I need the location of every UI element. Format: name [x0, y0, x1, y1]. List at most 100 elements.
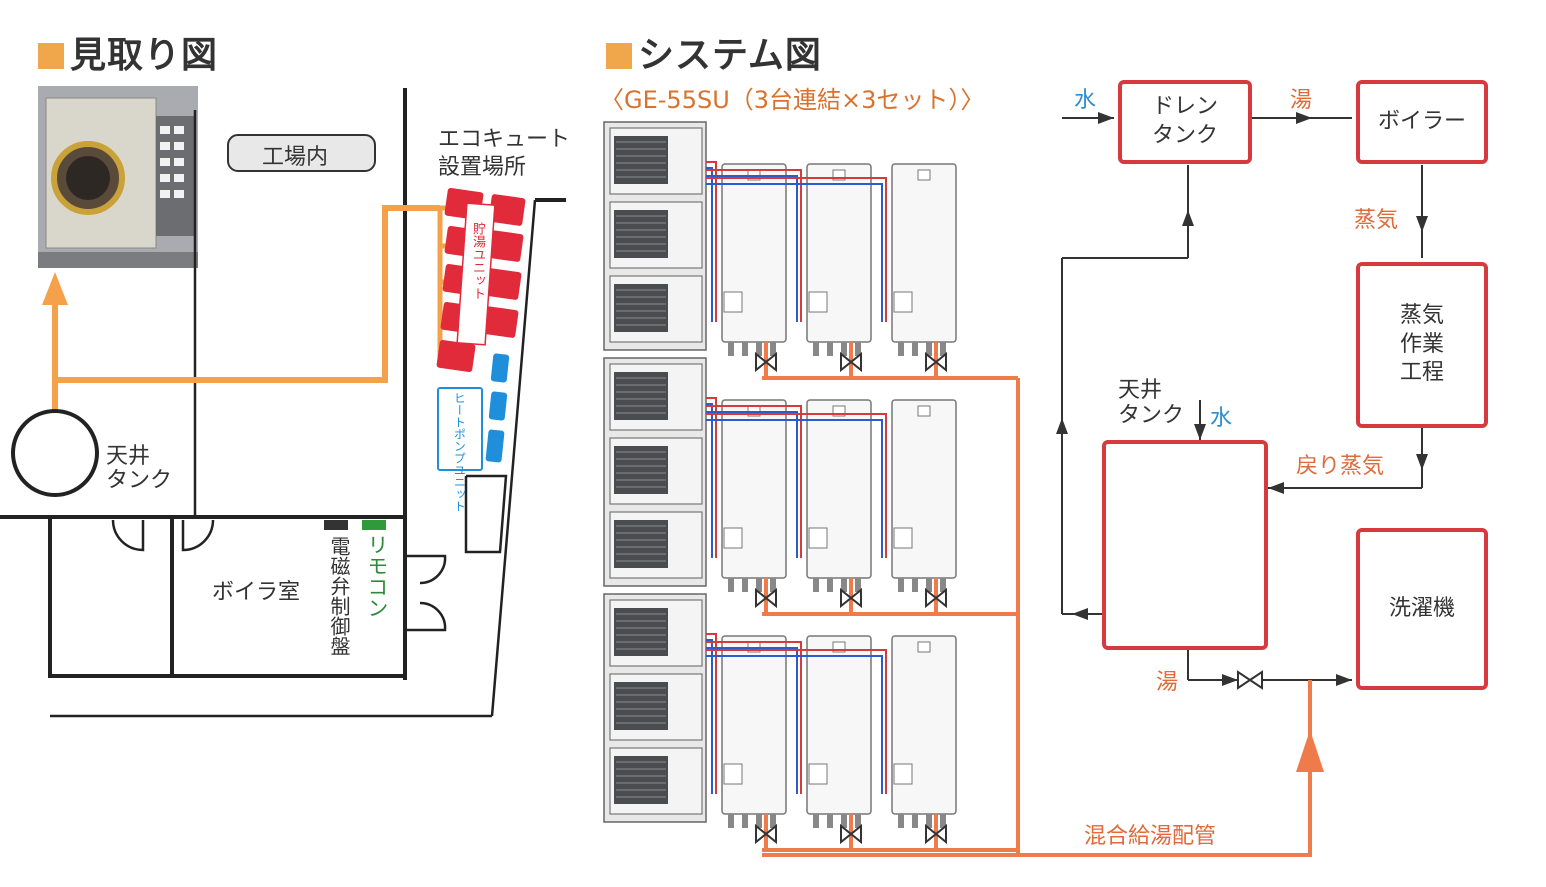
fan-grille-icon: [614, 520, 668, 568]
ecocute-location-line-2: 設置場所: [438, 154, 527, 180]
hot-pipe: [706, 397, 717, 558]
tank-leg: [855, 578, 861, 592]
valve-icon: [755, 351, 777, 373]
fan-grille-icon: [614, 210, 668, 258]
mixed-pipe-label: 混合給湯配管: [1084, 824, 1217, 849]
boiler-label: ボイラー: [1377, 108, 1466, 134]
hot-pipe: [706, 169, 802, 322]
boiler-room-label: ボイラ室: [212, 580, 301, 605]
flow-arrow-up-icon: [1296, 730, 1324, 772]
hot-pipe: [706, 649, 887, 794]
cold-pipe: [706, 411, 798, 558]
cold-pipe: [706, 419, 883, 558]
floor-plan: [0, 88, 566, 718]
tank-leg: [742, 814, 748, 828]
valve-icon: [925, 823, 947, 845]
drain-tank-line-1: ドレン: [1151, 94, 1218, 120]
fan-grille-icon: [614, 284, 668, 332]
tank-leg: [813, 578, 819, 592]
tank-leg: [770, 342, 776, 356]
washer-label: 洗濯機: [1388, 595, 1455, 621]
cold-pipe: [706, 655, 883, 794]
ecocute-location-label: エコキュート 設置場所: [438, 126, 570, 181]
fan-grille-icon: [614, 682, 668, 730]
valve-icon: [840, 351, 862, 373]
tank-leg: [770, 814, 776, 828]
hot-pipe: [706, 177, 887, 322]
tank-leg: [756, 814, 762, 828]
tank-leg: [756, 578, 762, 592]
washer-box: 洗濯機: [1356, 528, 1488, 690]
system-subtitle: 〈GE-55SU（3台連結×3セット）〉: [600, 86, 985, 114]
tank-side-box: [893, 291, 913, 313]
washing-machine-photo: [38, 86, 198, 268]
drain-tank-box: ドレンタンク: [1118, 80, 1252, 164]
water-in-label-2: 水: [1210, 406, 1233, 431]
supply-pipe-route: [55, 205, 440, 383]
tank-leg: [898, 578, 904, 592]
tank-leg: [827, 578, 833, 592]
tank-side-box: [808, 527, 828, 549]
arrow-up-icon: [1056, 418, 1068, 434]
tank-side-box: [893, 763, 913, 785]
steam-process-box: 蒸気作業工程: [1356, 262, 1488, 428]
tank-leg: [898, 814, 904, 828]
hot-pipe: [706, 641, 802, 794]
fan-grille-icon: [614, 136, 668, 184]
hot-water-label-1: 湯: [1290, 88, 1313, 113]
arrow-down-icon: [1416, 216, 1428, 232]
layout-section-title: 見取り図: [38, 26, 218, 78]
wall-line: [490, 199, 537, 717]
hot-pipe: [706, 161, 717, 322]
system-section-title: システム図: [606, 26, 822, 78]
tank-leg: [926, 578, 932, 592]
arrow-left-icon: [1268, 482, 1284, 494]
tank-leg: [756, 342, 762, 356]
hot-pipe: [706, 413, 887, 558]
factory-label: 工場内: [262, 145, 329, 170]
fan-grille-icon: [614, 446, 668, 494]
tank-leg: [940, 342, 946, 356]
arrow-left-icon: [1072, 608, 1088, 620]
valve-icon: [1237, 670, 1263, 690]
steam-process-line-2: 作業: [1399, 331, 1444, 357]
system-title-text: システム図: [638, 35, 822, 76]
tank-leg: [728, 814, 734, 828]
solenoid-panel-label: 電磁弁制御盤: [327, 536, 351, 656]
valve-icon: [925, 351, 947, 373]
left-ceiling-tank-line-1: 天井: [106, 444, 151, 469]
factory-label-box: [227, 134, 376, 172]
valve-icon: [840, 823, 862, 845]
tank-leg: [813, 342, 819, 356]
valve-icon: [840, 587, 862, 609]
tank-leg: [742, 342, 748, 356]
tank-leg: [926, 814, 932, 828]
tank-leg: [912, 342, 918, 356]
hot-pipe: [706, 405, 802, 558]
tank-leg: [827, 342, 833, 356]
tank-leg: [728, 342, 734, 356]
fan-grille-icon: [614, 372, 668, 420]
valve-icon: [755, 823, 777, 845]
door-swing-icon: [111, 519, 145, 552]
heatpump-label-box: [437, 387, 483, 471]
cold-pipe: [706, 403, 713, 558]
tank-side-box: [893, 527, 913, 549]
ecocute-location-line-1: エコキュート: [438, 127, 571, 152]
tank-top-fitting: [832, 405, 846, 417]
layout-title-text: 見取り図: [70, 35, 219, 76]
hot-pipe: [706, 633, 717, 794]
tank-leg: [742, 578, 748, 592]
heatpump-unit-label: ヒートポンプユニット: [452, 392, 467, 512]
remote-icon: [362, 520, 386, 530]
arrow-right-icon: [1098, 112, 1114, 124]
tank-leg: [770, 578, 776, 592]
tank-top-fitting: [832, 169, 846, 181]
section-marker-icon: [606, 43, 632, 69]
steam-process-line-1: 蒸気: [1399, 303, 1444, 329]
section-marker-icon: [38, 43, 64, 69]
fan-grille-icon: [614, 608, 668, 656]
tank-top-fitting: [917, 641, 931, 653]
steam-label: 蒸気: [1354, 208, 1399, 233]
